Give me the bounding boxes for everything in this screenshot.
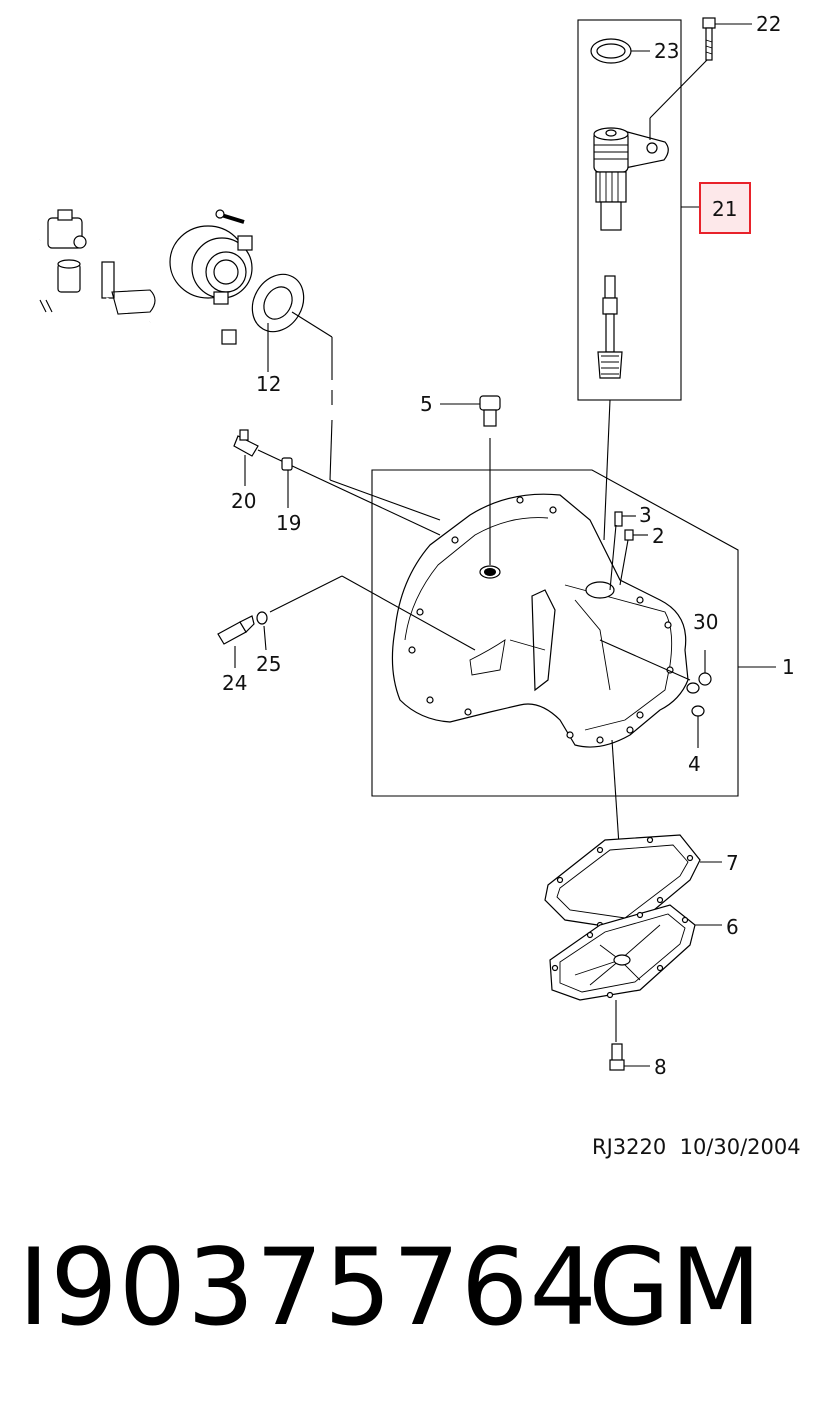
part-number: I90375764 xyxy=(18,1226,598,1349)
callout-labels: 22 23 21 12 5 20 19 3 2 30 24 25 1 4 7 6… xyxy=(222,12,795,1079)
oil-pan-gasket-7 xyxy=(544,834,722,931)
callout-24: 24 xyxy=(222,671,247,695)
callout-19: 19 xyxy=(276,511,301,535)
callout-12: 12 xyxy=(256,372,281,396)
callout-1: 1 xyxy=(782,655,795,679)
callout-20: 20 xyxy=(231,489,256,513)
callout-3: 3 xyxy=(639,503,652,527)
driven-gear-housing xyxy=(593,127,669,231)
clutch-release-group xyxy=(17,209,441,521)
callout-8: 8 xyxy=(654,1055,667,1079)
callout-7: 7 xyxy=(726,851,739,875)
callout-2: 2 xyxy=(652,524,665,548)
bolt-8 xyxy=(609,1043,650,1071)
highlight-box-21 xyxy=(699,182,751,234)
callout-6: 6 xyxy=(726,915,739,939)
left-small-parts xyxy=(217,395,501,668)
driven-gear-shaft xyxy=(597,275,623,379)
bolt-holes xyxy=(408,496,674,744)
callout-21[interactable]: 21 xyxy=(712,197,737,221)
transaxle-case xyxy=(371,438,776,861)
oil-pan-6 xyxy=(549,904,722,1042)
callout-4: 4 xyxy=(688,752,701,776)
brand-name: GM xyxy=(588,1226,762,1349)
callout-30: 30 xyxy=(693,610,718,634)
drawing-reference: RJ3220 10/30/2004 xyxy=(592,1135,801,1159)
callout-22: 22 xyxy=(756,12,781,36)
callout-25: 25 xyxy=(256,652,281,676)
speedo-gear-assembly xyxy=(577,17,752,541)
callout-23: 23 xyxy=(654,39,679,63)
o-ring-23 xyxy=(590,38,632,64)
callout-5: 5 xyxy=(420,392,433,416)
bolt-22 xyxy=(702,17,716,61)
